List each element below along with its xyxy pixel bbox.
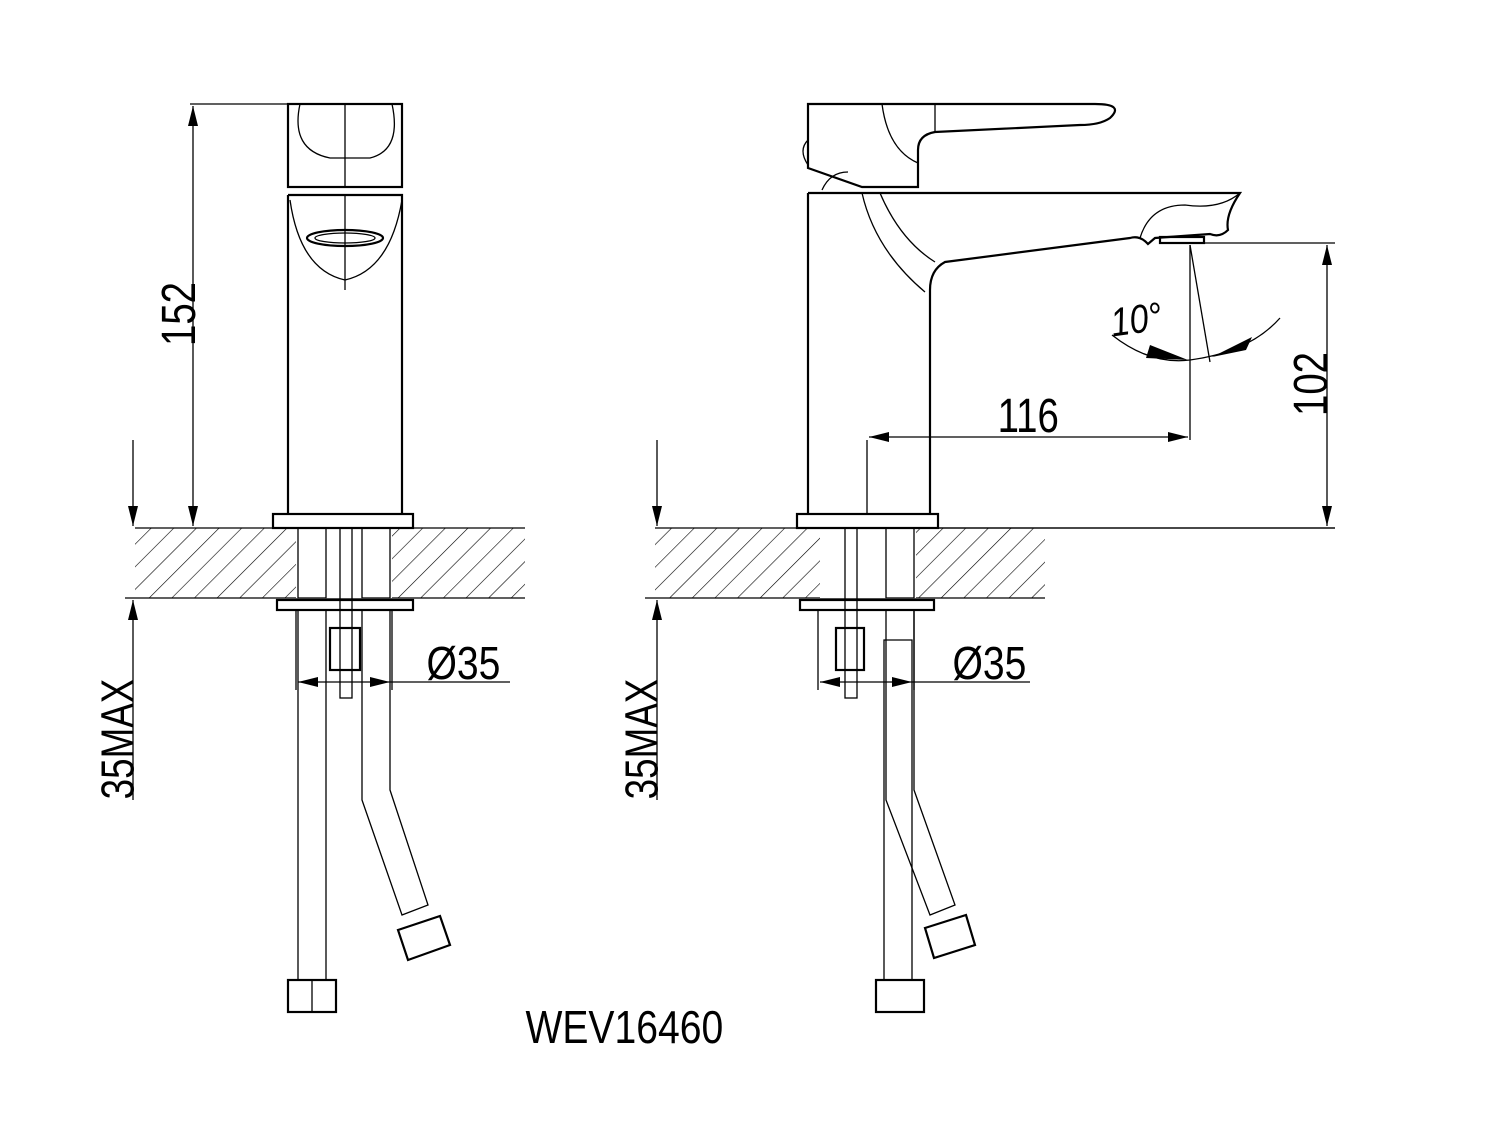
hose-right xyxy=(885,609,956,916)
side-spout-height-dimension: 102 xyxy=(1285,351,1339,417)
front-thickness-dimension: 35MAX xyxy=(91,678,144,800)
side-spout-reach-dimension: 116 xyxy=(997,390,1059,443)
faucet-body xyxy=(286,193,404,514)
front-height-dimension: 152 xyxy=(153,281,207,347)
side-hole-diameter: Ø35 xyxy=(952,637,1027,689)
side-spout-angle: 10° xyxy=(1107,294,1165,346)
front-hole-diameter: Ø35 xyxy=(426,637,501,689)
front-view xyxy=(125,102,525,1014)
side-view xyxy=(645,102,1335,1014)
faucet-body xyxy=(806,191,1243,514)
lever-handle xyxy=(806,102,1117,189)
hose-right xyxy=(361,609,429,916)
hose-left xyxy=(297,609,327,981)
hose-left xyxy=(883,639,913,981)
model-number: WEV16460 xyxy=(525,1001,724,1053)
side-thickness-dimension: 35MAX xyxy=(615,678,668,800)
